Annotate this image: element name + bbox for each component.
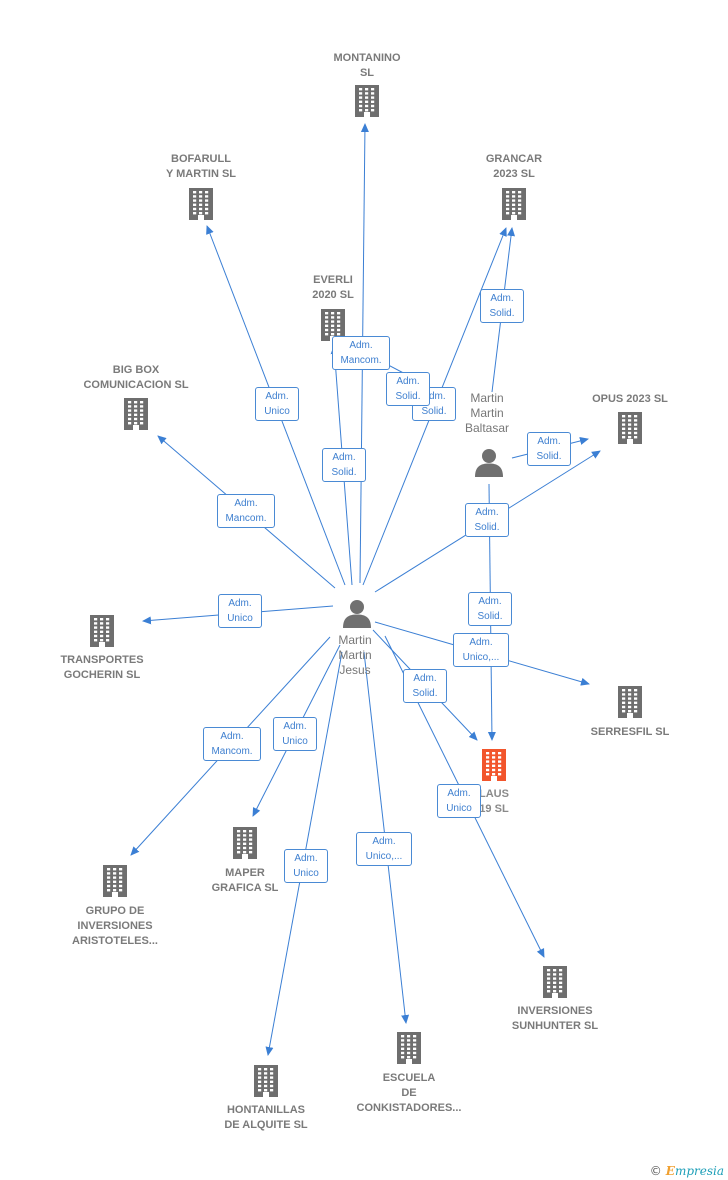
company-label-grancar[interactable]: GRANCAR 2023 SL <box>485 153 543 180</box>
edge-label-jesus-opus[interactable]: Adm. Solid. <box>465 503 509 537</box>
edge-label-jesus-montanino[interactable]: Adm. Mancom. <box>332 336 390 370</box>
edge-label-jesus-inversiones[interactable]: Adm. Unico <box>437 784 481 818</box>
edges-layer <box>130 123 601 1056</box>
edge-label-baltasar-everli[interactable]: Adm. Solid. <box>386 372 430 406</box>
edge-label-jesus-laus[interactable]: Adm. Solid. <box>403 669 447 703</box>
building-icon[interactable] <box>480 748 508 787</box>
person-icon[interactable] <box>342 598 372 633</box>
person-icon[interactable] <box>474 447 504 482</box>
building-icon[interactable] <box>616 411 644 450</box>
company-label-escuela[interactable]: ESCUELA DE CONKISTADORES... <box>356 1072 462 1114</box>
edge-label-jesus-serresfil[interactable]: Adm. Unico,... <box>453 633 509 667</box>
edge-label-jesus-everli[interactable]: Adm. Solid. <box>322 448 366 482</box>
building-icon[interactable] <box>101 864 129 903</box>
edge-label-jesus-bigbox[interactable]: Adm. Mancom. <box>217 494 275 528</box>
building-icon[interactable] <box>187 187 215 226</box>
edge-label-jesus-transportes[interactable]: Adm. Unico <box>218 594 262 628</box>
copyright-symbol: © <box>649 1164 662 1178</box>
company-label-transportes[interactable]: TRANSPORTES GOCHERIN SL <box>60 654 144 681</box>
company-label-everli[interactable]: EVERLI 2020 SL <box>312 274 354 301</box>
company-label-hontanillas[interactable]: HONTANILLAS DE ALQUITE SL <box>224 1104 308 1131</box>
edge-label-baltasar-grancar[interactable]: Adm. Solid. <box>480 289 524 323</box>
building-icon[interactable] <box>616 685 644 724</box>
person-label-jesus[interactable]: Martin Martin Jesus <box>338 633 372 677</box>
edge-label-jesus-maper[interactable]: Adm. Unico <box>273 717 317 751</box>
edge-label-jesus-escuela[interactable]: Adm. Unico,... <box>356 832 412 866</box>
building-icon[interactable] <box>353 84 381 123</box>
company-label-maper[interactable]: MAPER GRAFICA SL <box>211 867 279 894</box>
building-icon[interactable] <box>231 826 259 865</box>
building-icon[interactable] <box>88 614 116 653</box>
company-label-inversiones[interactable]: INVERSIONES SUNHUNTER SL <box>511 1005 599 1032</box>
building-icon[interactable] <box>541 965 569 1004</box>
building-icon[interactable] <box>500 187 528 226</box>
brand-name: mpresia <box>674 1164 724 1178</box>
edge-label-baltasar-laus[interactable]: Adm. Solid. <box>468 592 512 626</box>
company-label-grupo[interactable]: GRUPO DE INVERSIONES ARISTOTELES... <box>72 905 158 947</box>
company-label-laus[interactable]: LAUS 19 SL <box>479 788 509 815</box>
edge-label-baltasar-opus[interactable]: Adm. Solid. <box>527 432 571 466</box>
company-label-bofarull[interactable]: BOFARULL Y MARTIN SL <box>165 153 237 180</box>
building-icon[interactable] <box>122 397 150 436</box>
brand-initial: E <box>665 1164 675 1178</box>
building-icon[interactable] <box>252 1064 280 1103</box>
edge-label-jesus-bofarull[interactable]: Adm. Unico <box>255 387 299 421</box>
building-icon[interactable] <box>395 1031 423 1070</box>
edge-label-jesus-hontanillas[interactable]: Adm. Unico <box>284 849 328 883</box>
empresia-brand[interactable]: ©Empresia <box>650 1164 724 1178</box>
company-label-bigbox[interactable]: BIG BOX COMUNICACION SL <box>83 364 189 391</box>
edge-label-jesus-grupo[interactable]: Adm. Mancom. <box>203 727 261 761</box>
person-label-baltasar[interactable]: Martin Martin Baltasar <box>464 391 510 435</box>
company-label-montanino[interactable]: MONTANINO SL <box>333 52 401 79</box>
company-label-serresfil[interactable]: SERRESFIL SL <box>590 726 670 738</box>
company-label-opus[interactable]: OPUS 2023 SL <box>592 393 668 405</box>
